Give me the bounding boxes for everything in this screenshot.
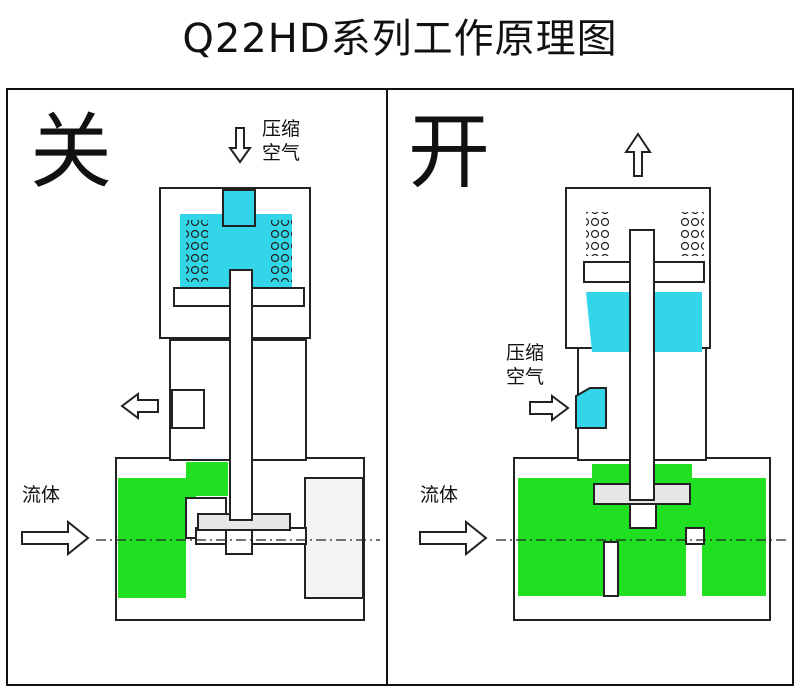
open-air-in-arrow-icon [529, 394, 570, 422]
closed-state-label: 关 [30, 105, 113, 200]
open-air-inlet [575, 387, 607, 429]
open-valve [419, 132, 786, 621]
open-inflow-arrow-icon [419, 519, 488, 557]
closed-stem [229, 269, 253, 521]
closed-air-inlet [222, 189, 256, 227]
closed-exhaust-port [171, 389, 205, 429]
closed-spring-left [186, 220, 208, 282]
open-seat-wall-left [603, 541, 619, 597]
closed-spring-right [270, 220, 292, 282]
right-air-label-line2: 空气 [506, 366, 545, 388]
open-stem [629, 229, 655, 501]
right-fluid-label: 流体 [420, 484, 459, 506]
open-exhaust-arrow-icon [624, 132, 652, 177]
left-fluid-label: 流体 [22, 484, 61, 506]
left-air-label-line2: 空气 [262, 142, 301, 164]
page-title: Q22HD系列工作原理图 [182, 16, 618, 62]
panel-divider [386, 88, 388, 686]
left-air-label-line1: 压缩 [262, 118, 301, 140]
open-nut [629, 503, 657, 529]
closed-valve [21, 127, 380, 621]
closed-inflow-arrow-icon [21, 519, 90, 557]
diagram-frame [6, 88, 794, 686]
open-fluid-region [518, 464, 766, 596]
closed-outlet-port [304, 477, 364, 599]
closed-exhaust-arrow-icon [120, 392, 159, 420]
closed-fluid-region [118, 462, 228, 598]
open-spring-left [586, 212, 610, 256]
closed-air-in-arrow-icon [228, 127, 252, 164]
open-state-label: 开 [408, 105, 491, 200]
closed-nut [225, 529, 253, 555]
right-air-label-line1: 压缩 [506, 342, 545, 364]
open-seat-wall-right [685, 527, 705, 545]
open-spring-right [680, 212, 704, 256]
